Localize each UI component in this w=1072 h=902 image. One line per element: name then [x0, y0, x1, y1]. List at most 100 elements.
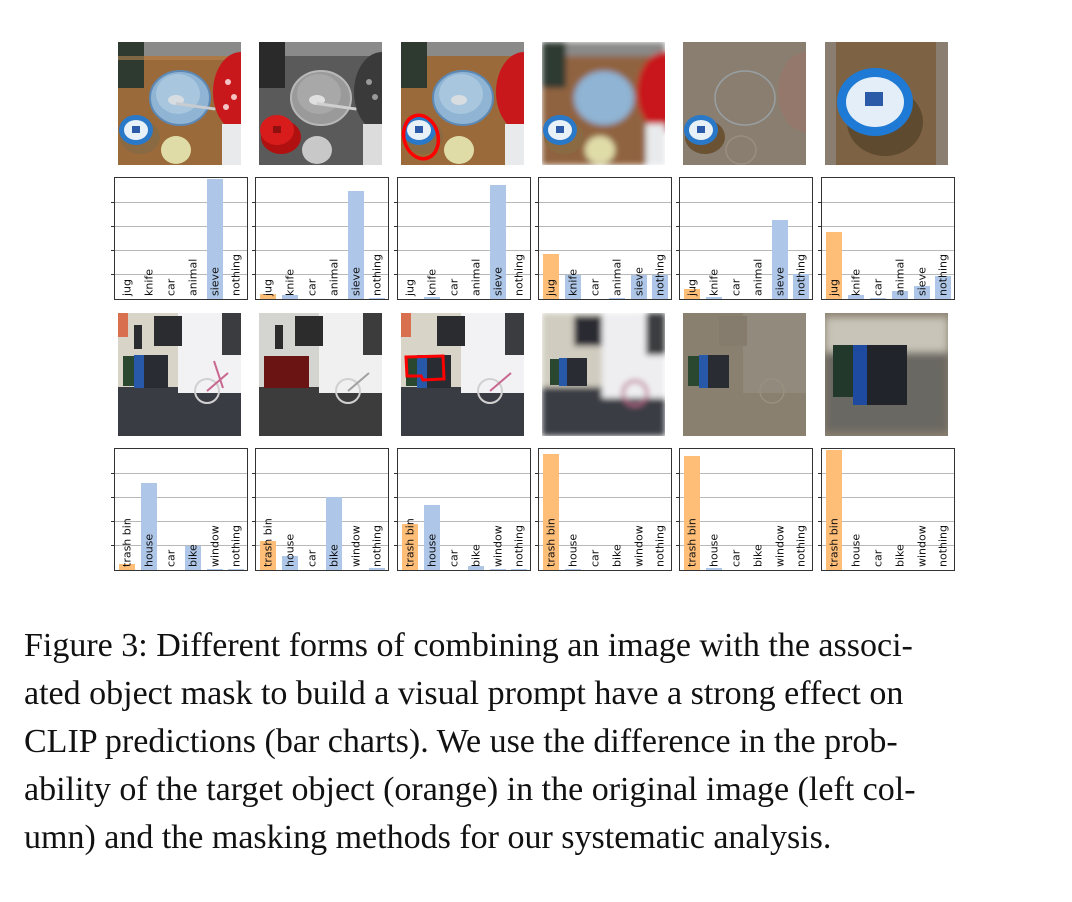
bar-window: [489, 568, 506, 570]
y-tick: [394, 472, 398, 474]
y-tick: [535, 472, 539, 474]
gridline: [680, 225, 812, 227]
caption-line: umn) and the masking methods for our sys…: [24, 819, 832, 856]
x-tick-label: knife: [283, 268, 297, 296]
x-tick-label: bike: [469, 544, 483, 567]
bar-knife: [564, 274, 581, 299]
gridline: [680, 544, 812, 546]
x-tick-label: jug: [261, 278, 275, 296]
gridline: [680, 520, 812, 522]
gridline: [115, 472, 247, 474]
x-tick-label: nothing: [936, 525, 950, 567]
x-tick-label: car: [729, 549, 743, 567]
y-tick: [111, 472, 115, 474]
y-tick: [394, 201, 398, 203]
x-tick-label: jug: [544, 278, 558, 296]
x-tick-label: house: [707, 533, 721, 567]
x-tick-label: jug: [827, 278, 841, 296]
gridline: [256, 249, 388, 251]
y-tick: [535, 201, 539, 203]
bar-knife: [705, 296, 722, 299]
gridline: [822, 273, 954, 275]
gridline: [822, 225, 954, 227]
bar-jug: [259, 294, 276, 299]
x-tick-label: house: [425, 533, 439, 567]
bar-knife: [423, 296, 440, 299]
y-tick: [394, 273, 398, 275]
y-tick: [252, 544, 256, 546]
x-tick-label: sieve: [208, 267, 222, 296]
gridline: [256, 273, 388, 275]
y-tick: [818, 273, 822, 275]
y-tick: [535, 520, 539, 522]
y-tick: [818, 201, 822, 203]
image-street-red-outline: [401, 313, 524, 436]
bar-sieve: [347, 190, 364, 299]
y-tick: [111, 225, 115, 227]
gridline: [398, 249, 530, 251]
gridline: [822, 249, 954, 251]
bar-sieve: [489, 184, 506, 299]
x-tick-label: nothing: [653, 254, 667, 296]
gridline: [680, 201, 812, 203]
figure-caption: Figure 3: Different forms of combining a…: [24, 622, 1054, 862]
x-tick-label: trash bin: [120, 518, 134, 567]
y-tick: [818, 520, 822, 522]
y-tick: [394, 496, 398, 498]
x-tick-label: trash bin: [403, 518, 417, 567]
y-tick: [818, 496, 822, 498]
gridline: [680, 273, 812, 275]
bar-animal: [891, 290, 908, 299]
gridline: [256, 520, 388, 522]
bar-house: [281, 555, 298, 570]
image-kitchen-grayscale-red: [259, 42, 382, 165]
image-street-original: [118, 313, 241, 436]
bar-house: [564, 568, 581, 570]
x-tick-label: bike: [610, 544, 624, 567]
gridline: [115, 496, 247, 498]
x-tick-label: knife: [142, 268, 156, 296]
y-tick: [111, 544, 115, 546]
gridline: [115, 273, 247, 275]
x-tick-label: house: [849, 533, 863, 567]
gridline: [256, 225, 388, 227]
caption-line: ated object mask to build a visual promp…: [24, 675, 904, 712]
gridline: [539, 520, 671, 522]
y-tick: [676, 472, 680, 474]
gridline: [680, 496, 812, 498]
x-tick-label: window: [632, 525, 646, 567]
x-tick-label: trash bin: [827, 518, 841, 567]
x-tick-label: window: [491, 525, 505, 567]
bar-trash-bin: [683, 455, 700, 570]
y-tick: [535, 496, 539, 498]
y-tick: [818, 249, 822, 251]
y-tick: [111, 273, 115, 275]
gridline: [822, 201, 954, 203]
y-tick: [676, 544, 680, 546]
x-tick-label: jug: [120, 278, 134, 296]
gridline: [822, 496, 954, 498]
x-tick-label: sieve: [632, 267, 646, 296]
x-tick-label: trash bin: [685, 518, 699, 567]
x-tick-label: car: [729, 278, 743, 296]
bar-sieve: [206, 178, 223, 299]
x-tick-label: sieve: [349, 267, 363, 296]
x-tick-label: car: [305, 278, 319, 296]
gridline: [115, 201, 247, 203]
x-tick-label: car: [447, 278, 461, 296]
x-tick-label: car: [871, 278, 885, 296]
y-tick: [535, 225, 539, 227]
y-tick: [111, 249, 115, 251]
x-tick-label: window: [915, 525, 929, 567]
caption-line: ability of the target object (orange) in…: [24, 771, 916, 808]
x-tick-label: animal: [327, 258, 341, 296]
image-kitchen-crop: [825, 42, 948, 165]
x-tick-label: window: [349, 525, 363, 567]
bar-nothing: [511, 568, 528, 570]
y-tick: [252, 249, 256, 251]
bar-nothing: [652, 274, 669, 299]
